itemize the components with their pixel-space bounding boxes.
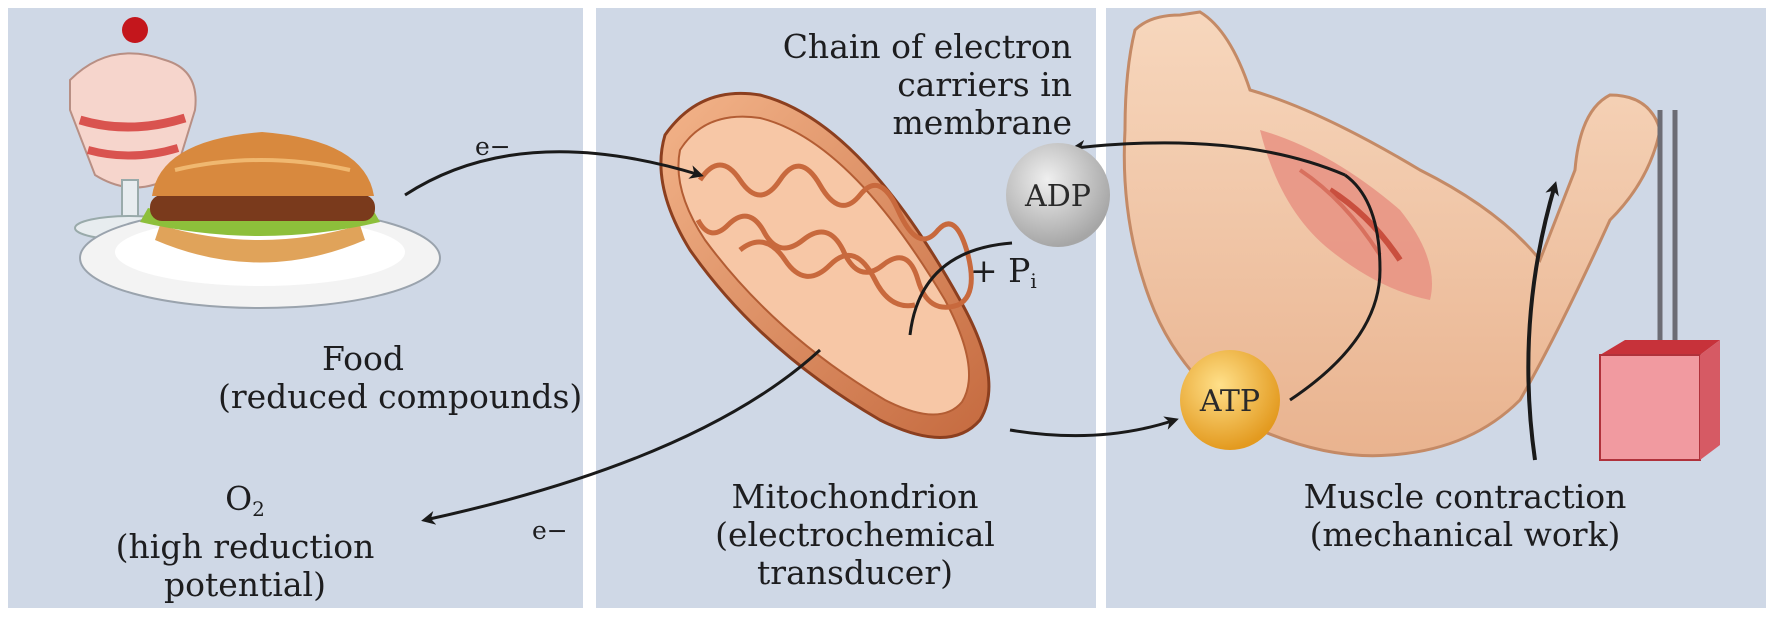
muscle-name: Muscle contraction — [1270, 478, 1660, 516]
oxygen-formula: O2 — [80, 480, 410, 528]
electron-chain-label: Chain of electron carriers in membrane — [712, 28, 1072, 142]
food-subtitle: (reduced compounds) — [218, 378, 508, 416]
oxygen-subscript: 2 — [252, 497, 265, 521]
mitochondrion-name: Mitochondrion — [690, 478, 1020, 516]
phosphate-subscript: i — [1030, 269, 1036, 293]
electron-in-label: e− — [475, 128, 511, 166]
oxygen-line1: (high reduction — [80, 528, 410, 566]
phosphate-label: + Pi — [970, 252, 1080, 300]
phosphate-prefix: + P — [970, 251, 1030, 290]
chain-line1: Chain of electron — [712, 28, 1072, 66]
oxygen-line2: potential) — [80, 566, 410, 604]
adp-label: ADP — [1024, 179, 1091, 214]
muscle-role: (mechanical work) — [1270, 516, 1660, 554]
oxygen-label: O2 (high reduction potential) — [80, 480, 410, 604]
food-title: Food — [218, 340, 508, 378]
atp-label: ATP — [1199, 384, 1260, 419]
chain-line2: carriers in — [712, 66, 1072, 104]
mitochondrion-icon — [661, 93, 989, 437]
atp-bubble: ATP — [1180, 350, 1280, 450]
mitochondrion-to-atp-arrow — [1010, 420, 1175, 436]
mitochondrion-role-line2: transducer) — [690, 554, 1020, 592]
electron-in-arrow — [405, 152, 700, 195]
oxygen-symbol: O — [225, 479, 252, 518]
muscle-label: Muscle contraction (mechanical work) — [1270, 478, 1660, 554]
food-label: Food (reduced compounds) — [218, 340, 508, 416]
electron-out-label: e− — [532, 512, 568, 550]
adp-bubble: ADP — [1006, 143, 1110, 247]
mitochondrion-role-line1: (electrochemical — [690, 516, 1020, 554]
mitochondrion-label: Mitochondrion (electrochemical transduce… — [690, 478, 1020, 592]
chain-line3: membrane — [712, 104, 1072, 142]
